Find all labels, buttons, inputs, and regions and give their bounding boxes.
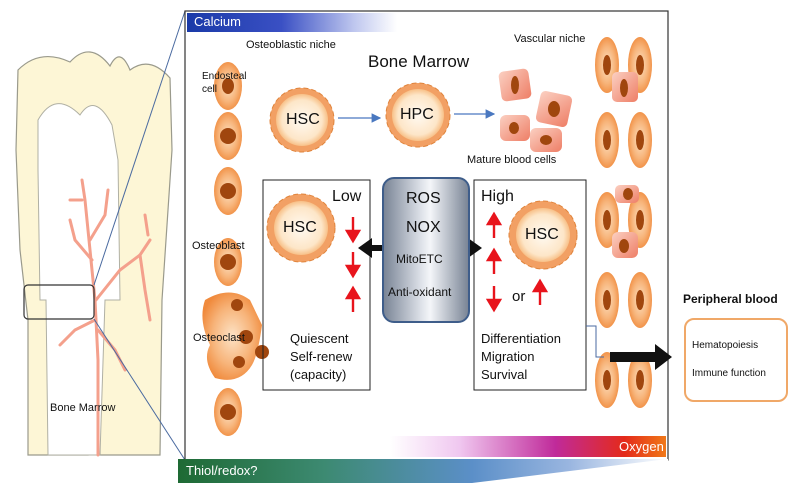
calcium-label: Calcium bbox=[194, 14, 241, 29]
vessel-column bbox=[595, 37, 652, 408]
hsc-low-cell bbox=[266, 193, 336, 263]
low-red-arrows bbox=[344, 217, 362, 312]
osteoblast-column bbox=[202, 62, 269, 436]
hsc-top-label: HSC bbox=[286, 111, 320, 128]
hsc-high-cell bbox=[508, 200, 578, 270]
self-renew-label: Self-renew bbox=[290, 349, 353, 364]
bone-marrow-label: Bone Marrow bbox=[50, 402, 116, 414]
endosteal-cell-label: Endosteal cell bbox=[202, 71, 247, 95]
arrow-to-peripheral bbox=[610, 344, 672, 370]
hematopoiesis-label: Hematopoiesis bbox=[692, 340, 759, 351]
antioxidant-label: Anti-oxidant bbox=[388, 285, 452, 299]
ros-label: ROS bbox=[406, 190, 441, 207]
mature-blood-cells bbox=[498, 68, 573, 152]
arrow-to-low bbox=[358, 238, 382, 258]
high-label: High bbox=[481, 188, 514, 205]
osteoblast-label: Osteoblast bbox=[192, 240, 245, 252]
capacity-label: (capacity) bbox=[290, 367, 347, 382]
bracket-line bbox=[586, 325, 604, 358]
high-panel bbox=[473, 179, 587, 391]
low-label: Low bbox=[332, 188, 362, 205]
nox-label: NOX bbox=[406, 219, 441, 236]
bone-marrow-title: Bone Marrow bbox=[368, 52, 470, 71]
hsc-high-label: HSC bbox=[525, 226, 559, 243]
peripheral-blood-title: Peripheral blood bbox=[683, 292, 778, 306]
oxygen-gradient-bar bbox=[390, 436, 666, 457]
hpc-cell bbox=[385, 82, 451, 148]
high-red-arrows bbox=[485, 211, 549, 313]
peripheral-box bbox=[684, 318, 788, 402]
oxygen-label: Oxygen bbox=[619, 439, 664, 454]
or-label: or bbox=[512, 288, 526, 305]
migration-label: Migration bbox=[481, 349, 535, 364]
vascular-niche-label: Vascular niche bbox=[514, 33, 586, 45]
hsc-low-label: HSC bbox=[283, 219, 317, 236]
bone-illustration bbox=[15, 10, 186, 461]
osteoblastic-niche-label: Osteoblastic niche bbox=[246, 39, 336, 51]
low-panel bbox=[262, 179, 371, 391]
thiol-label: Thiol/redox? bbox=[186, 463, 258, 478]
immune-function-label: Immune function bbox=[692, 368, 766, 379]
hsc-top-cell bbox=[269, 87, 335, 153]
osteoclast-label: Osteoclast bbox=[193, 332, 245, 344]
quiescent-label: Quiescent bbox=[290, 331, 349, 346]
survival-label: Survival bbox=[481, 367, 528, 382]
calcium-gradient-bar bbox=[187, 13, 397, 32]
mature-blood-cells-label: Mature blood cells bbox=[467, 154, 557, 166]
differentiation-label: Differentiation bbox=[481, 331, 561, 346]
hpc-label: HPC bbox=[400, 106, 434, 123]
mitoetc-label: MitoETC bbox=[396, 252, 443, 266]
ros-box bbox=[382, 177, 470, 323]
